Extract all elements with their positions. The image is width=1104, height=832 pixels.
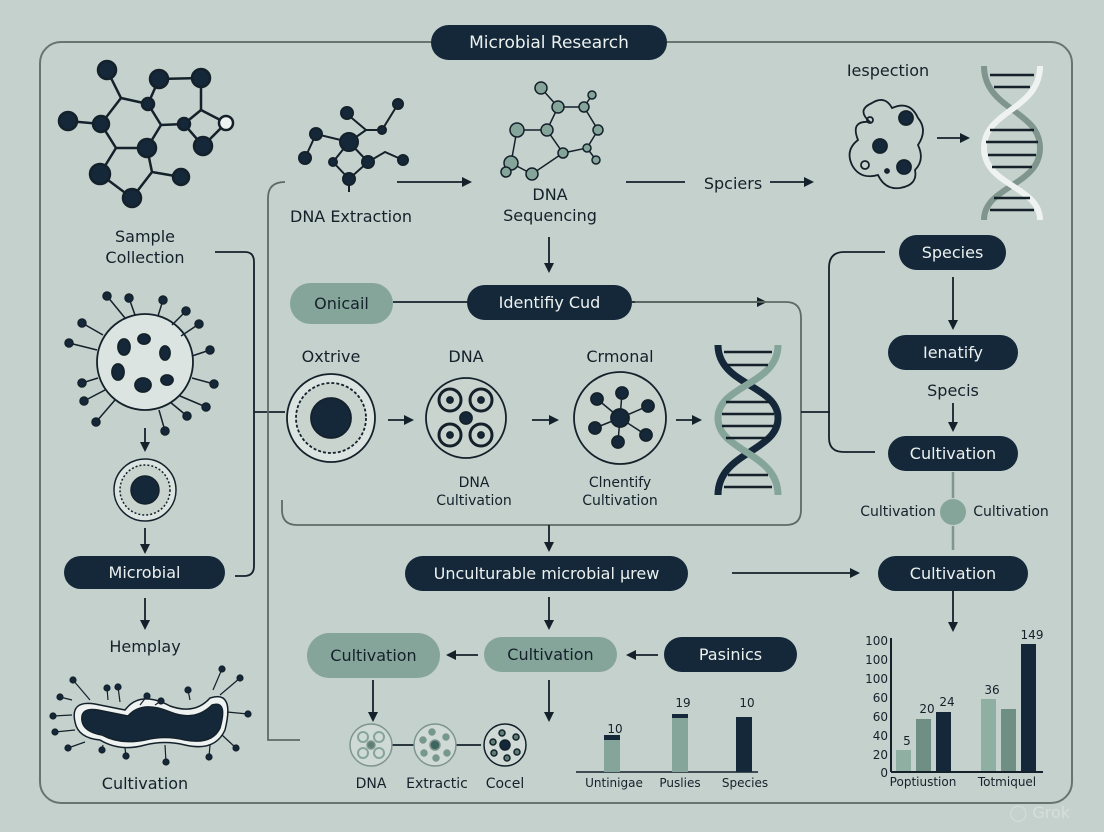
bar-value: 19 bbox=[675, 696, 691, 710]
step-2-top-label: DNA bbox=[448, 347, 484, 366]
step-3-top-label: Crmonal bbox=[586, 347, 654, 366]
bar-species bbox=[736, 717, 752, 772]
watermark: ◯ Grok bbox=[1009, 803, 1070, 822]
step-circle-1-icon bbox=[286, 373, 376, 463]
bar bbox=[896, 750, 911, 771]
cultivation-mid-pill[interactable]: Cultivation bbox=[484, 637, 617, 672]
mini-circle-2-icon bbox=[413, 723, 457, 767]
step-circle-3-icon bbox=[573, 371, 667, 465]
dna-helix-middle-icon bbox=[714, 344, 782, 496]
virus-icon bbox=[64, 291, 219, 436]
molecule-icon bbox=[57, 59, 235, 209]
dna-sequencing-label: DNA Sequencing bbox=[503, 185, 597, 225]
y-tick: 20 bbox=[872, 748, 888, 762]
bar-untinigae bbox=[604, 735, 620, 772]
grok-logo-icon: ◯ bbox=[1009, 803, 1033, 822]
bar bbox=[916, 719, 931, 771]
step-circle-2-icon bbox=[425, 377, 507, 459]
unculturable-pill[interactable]: Unculturable microbial µrew bbox=[405, 556, 688, 591]
pasinics-pill[interactable]: Pasinics bbox=[664, 637, 797, 672]
hemplay-label: Hemplay bbox=[109, 637, 181, 656]
mini-label-cocel: Cocel bbox=[485, 776, 525, 792]
y-tick: 100 bbox=[865, 634, 888, 648]
ienatify-pill[interactable]: Ienatify bbox=[888, 335, 1018, 370]
mini-label-dna: DNA bbox=[355, 776, 387, 792]
y-tick: 60 bbox=[872, 710, 888, 724]
onicail-pill[interactable]: Onicail bbox=[290, 283, 393, 324]
step-2-bottom-label: DNA Cultivation bbox=[436, 475, 512, 509]
watermark-text: Grok bbox=[1032, 803, 1070, 822]
bar-value: 10 bbox=[607, 722, 623, 736]
bar bbox=[936, 712, 951, 771]
cultivation-pill-1[interactable]: Cultivation bbox=[888, 436, 1018, 471]
x-label: Puslies bbox=[659, 776, 701, 790]
microbe-cluster-icon bbox=[848, 99, 924, 190]
mini-label-extractic: Extractic bbox=[406, 776, 468, 792]
dna-extraction-label: DNA Extraction bbox=[290, 207, 412, 226]
x-label: Untinigae bbox=[585, 776, 643, 790]
bar-value: 36 bbox=[984, 683, 1000, 697]
cultivation-label: Cultivation bbox=[101, 774, 189, 793]
bar-value: 10 bbox=[739, 696, 755, 710]
spciers-label: Spciers bbox=[703, 174, 763, 193]
bacterium-icon bbox=[49, 665, 252, 766]
cultivation-right-label: Cultivation bbox=[973, 504, 1049, 520]
y-tick: 100 bbox=[865, 653, 888, 667]
node-dot-icon bbox=[940, 499, 966, 525]
x-label: Totmiquel bbox=[977, 775, 1037, 789]
bar bbox=[1021, 644, 1036, 771]
small-bar-chart: 10 19 10 bbox=[576, 696, 758, 772]
y-tick: 40 bbox=[872, 729, 888, 743]
bar-value: 24 bbox=[939, 695, 955, 709]
step-3-bottom-label: Clnentify Cultivation bbox=[582, 475, 658, 509]
cultivation-pill-2[interactable]: Cultivation bbox=[878, 556, 1028, 591]
bar-puslies bbox=[672, 714, 688, 772]
y-tick: 0 bbox=[880, 766, 888, 780]
big-bar-chart: 5 20 24 36 149 bbox=[893, 628, 1043, 771]
y-tick: 100 bbox=[865, 672, 888, 686]
bar bbox=[1001, 709, 1016, 771]
cultivation-left-label: Cultivation bbox=[860, 504, 936, 520]
species-pill[interactable]: Species bbox=[899, 235, 1006, 270]
cultivation-left-pill[interactable]: Cultivation bbox=[307, 633, 440, 678]
extraction-molecule-icon bbox=[298, 98, 409, 192]
title-pill: Microbial Research bbox=[431, 25, 667, 60]
mini-circle-3-icon bbox=[483, 723, 527, 767]
x-label: Poptiustion bbox=[889, 775, 957, 789]
x-label: Species bbox=[721, 776, 769, 790]
iespection-label: Iespection bbox=[846, 61, 930, 80]
dna-helix-icon bbox=[980, 65, 1044, 221]
bar-value: 149 bbox=[1020, 628, 1044, 642]
bar bbox=[981, 699, 996, 771]
mini-circle-1-icon bbox=[349, 723, 393, 767]
cell-icon bbox=[113, 458, 177, 522]
y-axis-ticks: 100 100 100 60 60 40 20 0 bbox=[865, 634, 888, 780]
identify-pill[interactable]: Identifiy Cud bbox=[467, 285, 632, 320]
sample-collection-label: Sample Collection bbox=[105, 227, 185, 267]
bar-value: 5 bbox=[903, 734, 911, 748]
sequencing-molecule-icon bbox=[500, 81, 604, 181]
step-1-top-label: Oxtrive bbox=[301, 347, 361, 366]
bar-value: 20 bbox=[919, 702, 935, 716]
y-tick: 60 bbox=[872, 691, 888, 705]
microbial-pill[interactable]: Microbial bbox=[64, 556, 225, 589]
specis-label: Specis bbox=[927, 381, 979, 400]
